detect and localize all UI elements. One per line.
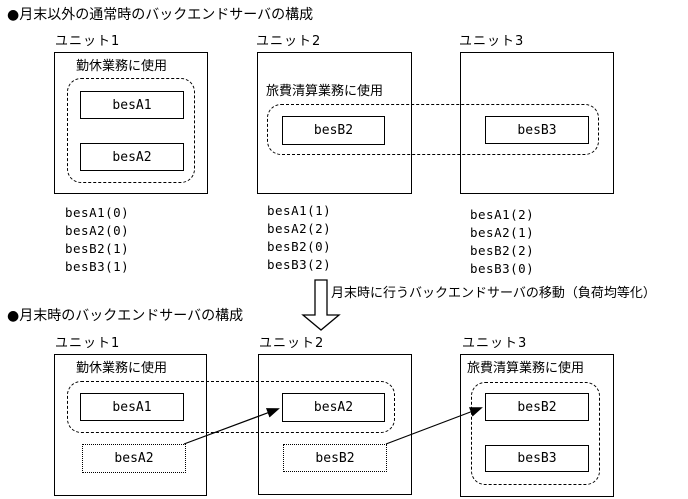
bottom-unit3-usage-label: 旅費清算業務に使用 xyxy=(465,361,587,376)
bottom-server-box-besA2: besA2 xyxy=(282,393,385,422)
top-unit3-label: ユニット3 xyxy=(459,34,525,49)
top-server-box-besB3: besB3 xyxy=(485,116,589,144)
top-server-box-besA1: besA1 xyxy=(80,91,184,119)
top-unit2-counts-list: besA1(1) besA2(2) besB2(0) besB3(2) xyxy=(267,202,331,274)
counts-line: besB3(1) xyxy=(65,259,130,274)
counts-line: besA1(0) xyxy=(65,205,130,220)
bottom-server-box-besA2-ghost: besA2 xyxy=(82,444,186,473)
bottom-unit1-label: ユニット1 xyxy=(55,336,121,351)
top-unit1-usage-label: 勤休業務に使用 xyxy=(74,59,170,74)
bottom-server-box-besA1: besA1 xyxy=(80,393,184,421)
top-server-box-besA2: besA2 xyxy=(80,143,184,171)
bottom-server-box-besB3: besB3 xyxy=(485,445,589,472)
counts-line: besB3(2) xyxy=(267,257,332,272)
transition-note: 月末時に行うバックエンドサーバの移動（負荷均等化） xyxy=(331,286,656,301)
counts-line: besA1(1) xyxy=(267,203,332,218)
counts-line: besA2(1) xyxy=(470,225,535,240)
top-kinkyu-group-outline xyxy=(67,78,195,183)
top-unit2-box xyxy=(257,52,412,194)
counts-line: besA1(2) xyxy=(470,207,535,222)
top-unit1-counts-list: besA1(0) besA2(0) besB2(1) besB3(1) xyxy=(65,204,129,276)
bottom-unit2-label: ユニット2 xyxy=(259,336,325,351)
top-server-box-besB2: besB2 xyxy=(282,116,385,145)
top-section-title: ●月末以外の通常時のバックエンドサーバの構成 xyxy=(7,7,314,23)
top-ryohi-group-outline xyxy=(267,104,599,155)
bottom-server-box-besB2-ghost: besB2 xyxy=(283,444,387,472)
bottom-section-title: ●月末時のバックエンドサーバの構成 xyxy=(7,308,244,324)
top-unit2-usage-label: 旅費清算業務に使用 xyxy=(264,84,386,99)
bottom-server-box-besB2: besB2 xyxy=(485,393,589,421)
counts-line: besA2(2) xyxy=(267,221,332,236)
counts-line: besA2(0) xyxy=(65,223,130,238)
counts-line: besB3(0) xyxy=(470,261,535,276)
bottom-unit1-usage-label: 勤休業務に使用 xyxy=(74,361,170,376)
bottom-unit3-label: ユニット3 xyxy=(462,336,528,351)
top-unit1-label: ユニット1 xyxy=(55,34,121,49)
top-unit2-label: ユニット2 xyxy=(256,34,322,49)
top-unit3-box xyxy=(460,52,614,194)
counts-line: besB2(2) xyxy=(470,243,535,258)
counts-line: besB2(1) xyxy=(65,241,130,256)
top-unit3-counts-list: besA1(2) besA2(1) besB2(2) besB3(0) xyxy=(470,206,534,278)
top-unit1-box xyxy=(54,52,208,194)
counts-line: besB2(0) xyxy=(267,239,332,254)
